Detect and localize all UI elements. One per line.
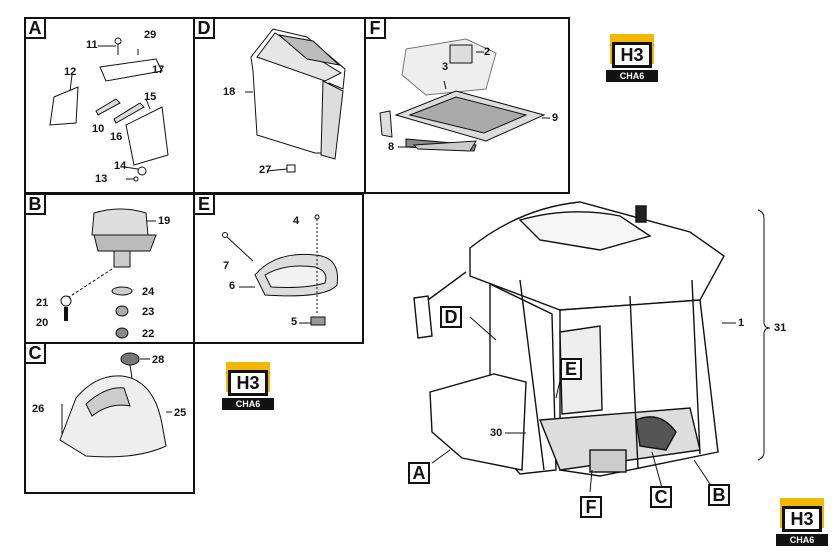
panel-a-tag: A bbox=[24, 17, 46, 39]
panel-b-drawing bbox=[60, 208, 157, 339]
label-24: 24 bbox=[142, 286, 155, 298]
logo-middle: H3 CHA6 bbox=[222, 362, 274, 410]
panel-e: E 4 7 6 5 bbox=[193, 193, 364, 344]
label-18: 18 bbox=[223, 86, 236, 98]
panel-d-drawing bbox=[245, 28, 346, 173]
label-27: 27 bbox=[259, 164, 272, 176]
panel-c: C 28 26 25 bbox=[24, 342, 195, 494]
panel-c-tag: C bbox=[24, 342, 46, 364]
callout-a: A bbox=[408, 462, 430, 484]
cab-label-30: 30 bbox=[490, 427, 503, 439]
panel-b: B 19 21 24 23 20 22 bbox=[24, 193, 195, 344]
panel-f-drawing bbox=[379, 38, 550, 152]
logo-mark: H3 bbox=[228, 370, 268, 396]
callout-b: B bbox=[708, 484, 730, 506]
panel-a: A 11 29 17 12 10 16 15 14 13 bbox=[24, 17, 195, 194]
cab-label-31: 31 bbox=[774, 322, 787, 334]
logo-mark: H3 bbox=[612, 42, 652, 68]
label-11: 11 bbox=[86, 39, 98, 51]
panel-b-tag: B bbox=[24, 193, 46, 215]
logo-brand: CHA6 bbox=[606, 70, 658, 82]
label-26: 26 bbox=[32, 403, 45, 415]
panel-c-drawing bbox=[59, 352, 172, 458]
panel-f-tag: F bbox=[364, 17, 386, 39]
logo-mark: H3 bbox=[782, 506, 822, 532]
label-14: 14 bbox=[114, 160, 127, 172]
label-8: 8 bbox=[388, 141, 395, 153]
label-12: 12 bbox=[64, 66, 77, 78]
logo-top-right: H3 CHA6 bbox=[606, 34, 658, 82]
label-10: 10 bbox=[92, 123, 105, 135]
panel-e-tag: E bbox=[193, 193, 215, 215]
label-4: 4 bbox=[293, 215, 300, 227]
label-23: 23 bbox=[142, 306, 155, 318]
label-9: 9 bbox=[552, 112, 559, 124]
label-19: 19 bbox=[158, 215, 171, 227]
panel-a-drawing bbox=[49, 37, 169, 182]
label-25: 25 bbox=[174, 407, 187, 419]
label-21: 21 bbox=[36, 297, 49, 309]
callout-d: D bbox=[440, 306, 462, 328]
callout-f: F bbox=[580, 496, 602, 518]
label-20: 20 bbox=[36, 317, 49, 329]
label-6: 6 bbox=[229, 280, 236, 292]
label-28: 28 bbox=[152, 354, 165, 366]
label-3: 3 bbox=[442, 61, 449, 73]
logo-bottom-right: H3 CHA6 bbox=[776, 498, 828, 546]
panel-e-drawing bbox=[222, 214, 339, 326]
label-5: 5 bbox=[291, 316, 298, 328]
logo-brand: CHA6 bbox=[776, 534, 828, 546]
callout-c: C bbox=[650, 486, 672, 508]
logo-brand: CHA6 bbox=[222, 398, 274, 410]
label-16: 16 bbox=[110, 131, 123, 143]
panel-f: F 2 3 9 8 bbox=[364, 17, 570, 194]
label-13: 13 bbox=[95, 173, 108, 185]
callout-e: E bbox=[560, 358, 582, 380]
label-22: 22 bbox=[142, 328, 155, 340]
label-15: 15 bbox=[144, 91, 157, 103]
label-2: 2 bbox=[484, 46, 491, 58]
cab-label-1: 1 bbox=[738, 317, 745, 329]
label-17: 17 bbox=[152, 64, 165, 76]
label-7: 7 bbox=[223, 260, 230, 272]
label-29: 29 bbox=[144, 29, 157, 41]
panel-d-tag: D bbox=[193, 17, 215, 39]
panel-d: D 18 27 bbox=[193, 17, 366, 194]
